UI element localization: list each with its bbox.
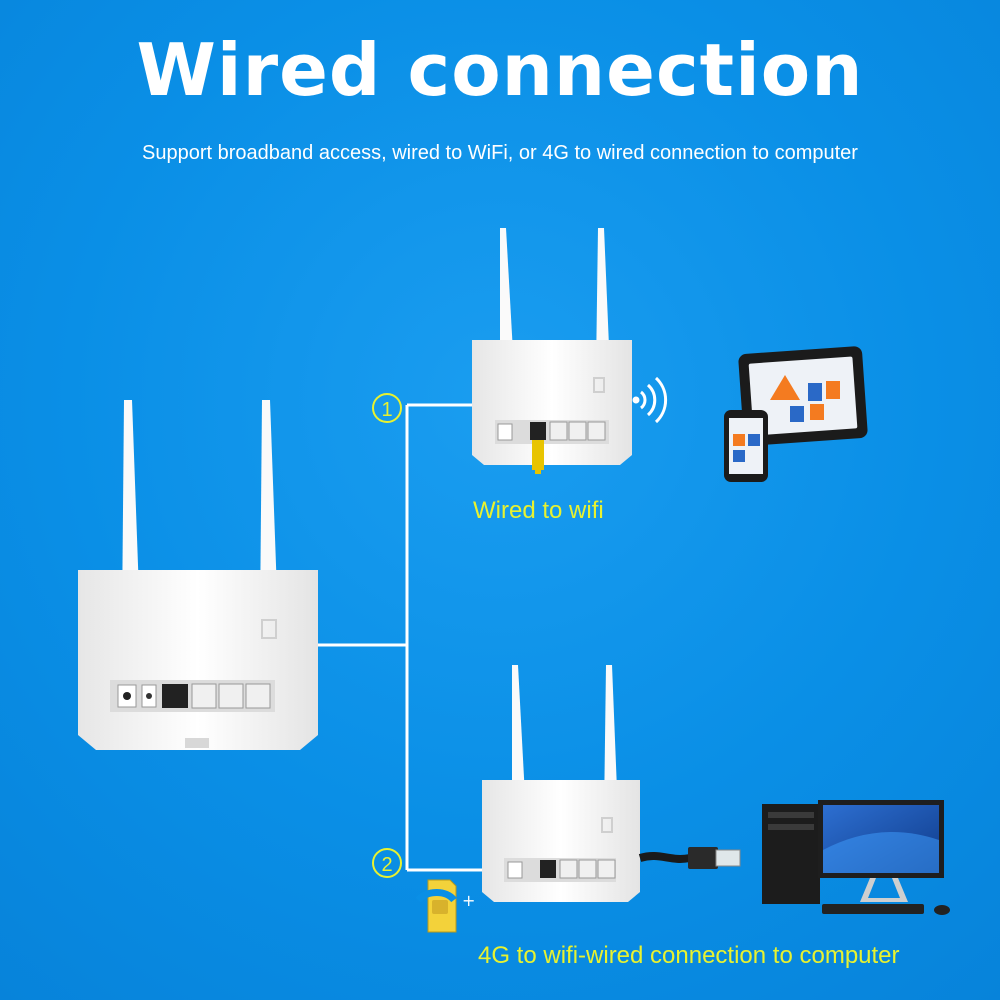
ethernet-cable-icon	[638, 847, 741, 869]
sim-card-icon: +	[415, 879, 475, 933]
page-title: Wired connection	[136, 28, 864, 112]
step-number-2: 2	[372, 848, 402, 878]
ethernet-cable-icon	[532, 440, 544, 474]
router-icon	[78, 400, 318, 750]
tablet-icon	[738, 346, 868, 446]
connection-lines	[318, 403, 485, 872]
router-icon	[482, 665, 640, 902]
step-1-label: Wired to wifi	[473, 497, 604, 524]
desktop-computer-icon	[762, 800, 950, 915]
step-2-label: 4G to wifi-wired connection to computer	[478, 942, 900, 969]
wifi-signal-icon	[632, 376, 668, 424]
svg-text:+: +	[462, 891, 475, 910]
router-icon	[472, 228, 632, 465]
phone-icon	[724, 410, 768, 482]
page-subtitle: Support broadband access, wired to WiFi,…	[142, 142, 858, 164]
step-number-1: 1	[372, 393, 402, 423]
